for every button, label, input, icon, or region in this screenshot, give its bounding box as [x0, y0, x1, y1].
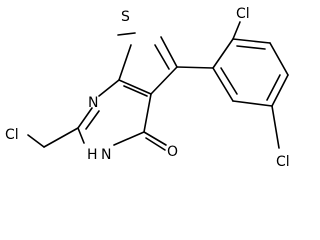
- bond-ar5-cl: [271, 105, 280, 149]
- bond-c7a-n1: [98, 79, 120, 97]
- chemical-structure: S Cl Cl Cl N N H O: [5, 6, 290, 170]
- bond-c2-c3: [160, 36, 178, 68]
- chlorine-left-label: Cl: [5, 127, 19, 143]
- bond-c2p-ch2: [43, 127, 79, 148]
- bond-ar2-ar3: [232, 38, 271, 44]
- bond-ar6-ar1: [212, 67, 234, 102]
- nitrogen-h-label: N: [101, 147, 111, 163]
- chlorine-bottom-label: Cl: [276, 154, 290, 170]
- bond-c4-c3a: [143, 93, 152, 133]
- bond-ar6-ar1-inner: [220, 67, 238, 95]
- bond-c2p-n3: [77, 127, 85, 144]
- bond-ar2-cl: [232, 21, 241, 40]
- bond-c3-aryl: [176, 66, 214, 69]
- sulfur-label: S: [121, 9, 130, 25]
- bond-c7a-c3a: [118, 79, 152, 95]
- bond-n3-c4: [113, 131, 145, 146]
- bond-n1-c2p: [77, 107, 93, 129]
- chlorine-top-label: Cl: [236, 6, 250, 22]
- bond-c3-c3a: [150, 66, 178, 95]
- bond-c4-o-inner: [145, 137, 166, 151]
- bonds: [27, 21, 289, 151]
- bond-ar1-ar2: [212, 38, 234, 69]
- bond-ch2-cl: [27, 134, 45, 148]
- bond-s-c7a: [118, 44, 132, 81]
- bond-c4-o: [143, 131, 167, 146]
- bond-c2-c3-inner: [154, 44, 170, 70]
- bond-ar2-ar3-inner: [236, 45, 266, 50]
- bond-s-c2: [117, 32, 136, 36]
- bond-ar4-ar5: [271, 74, 289, 107]
- atom-labels: S Cl Cl Cl N N H O: [5, 6, 290, 170]
- bond-ar5-ar6: [232, 100, 273, 107]
- bond-c7a-c3a-inner: [123, 85, 148, 97]
- oxygen-label: O: [167, 144, 178, 160]
- hydrogen-label: H: [87, 147, 98, 163]
- bond-ar3-ar4: [269, 42, 289, 76]
- nitrogen-ring-label: N: [88, 95, 98, 111]
- bond-ar4-ar5-inner: [266, 74, 281, 101]
- bond-n1-c2p-inner: [85, 110, 100, 130]
